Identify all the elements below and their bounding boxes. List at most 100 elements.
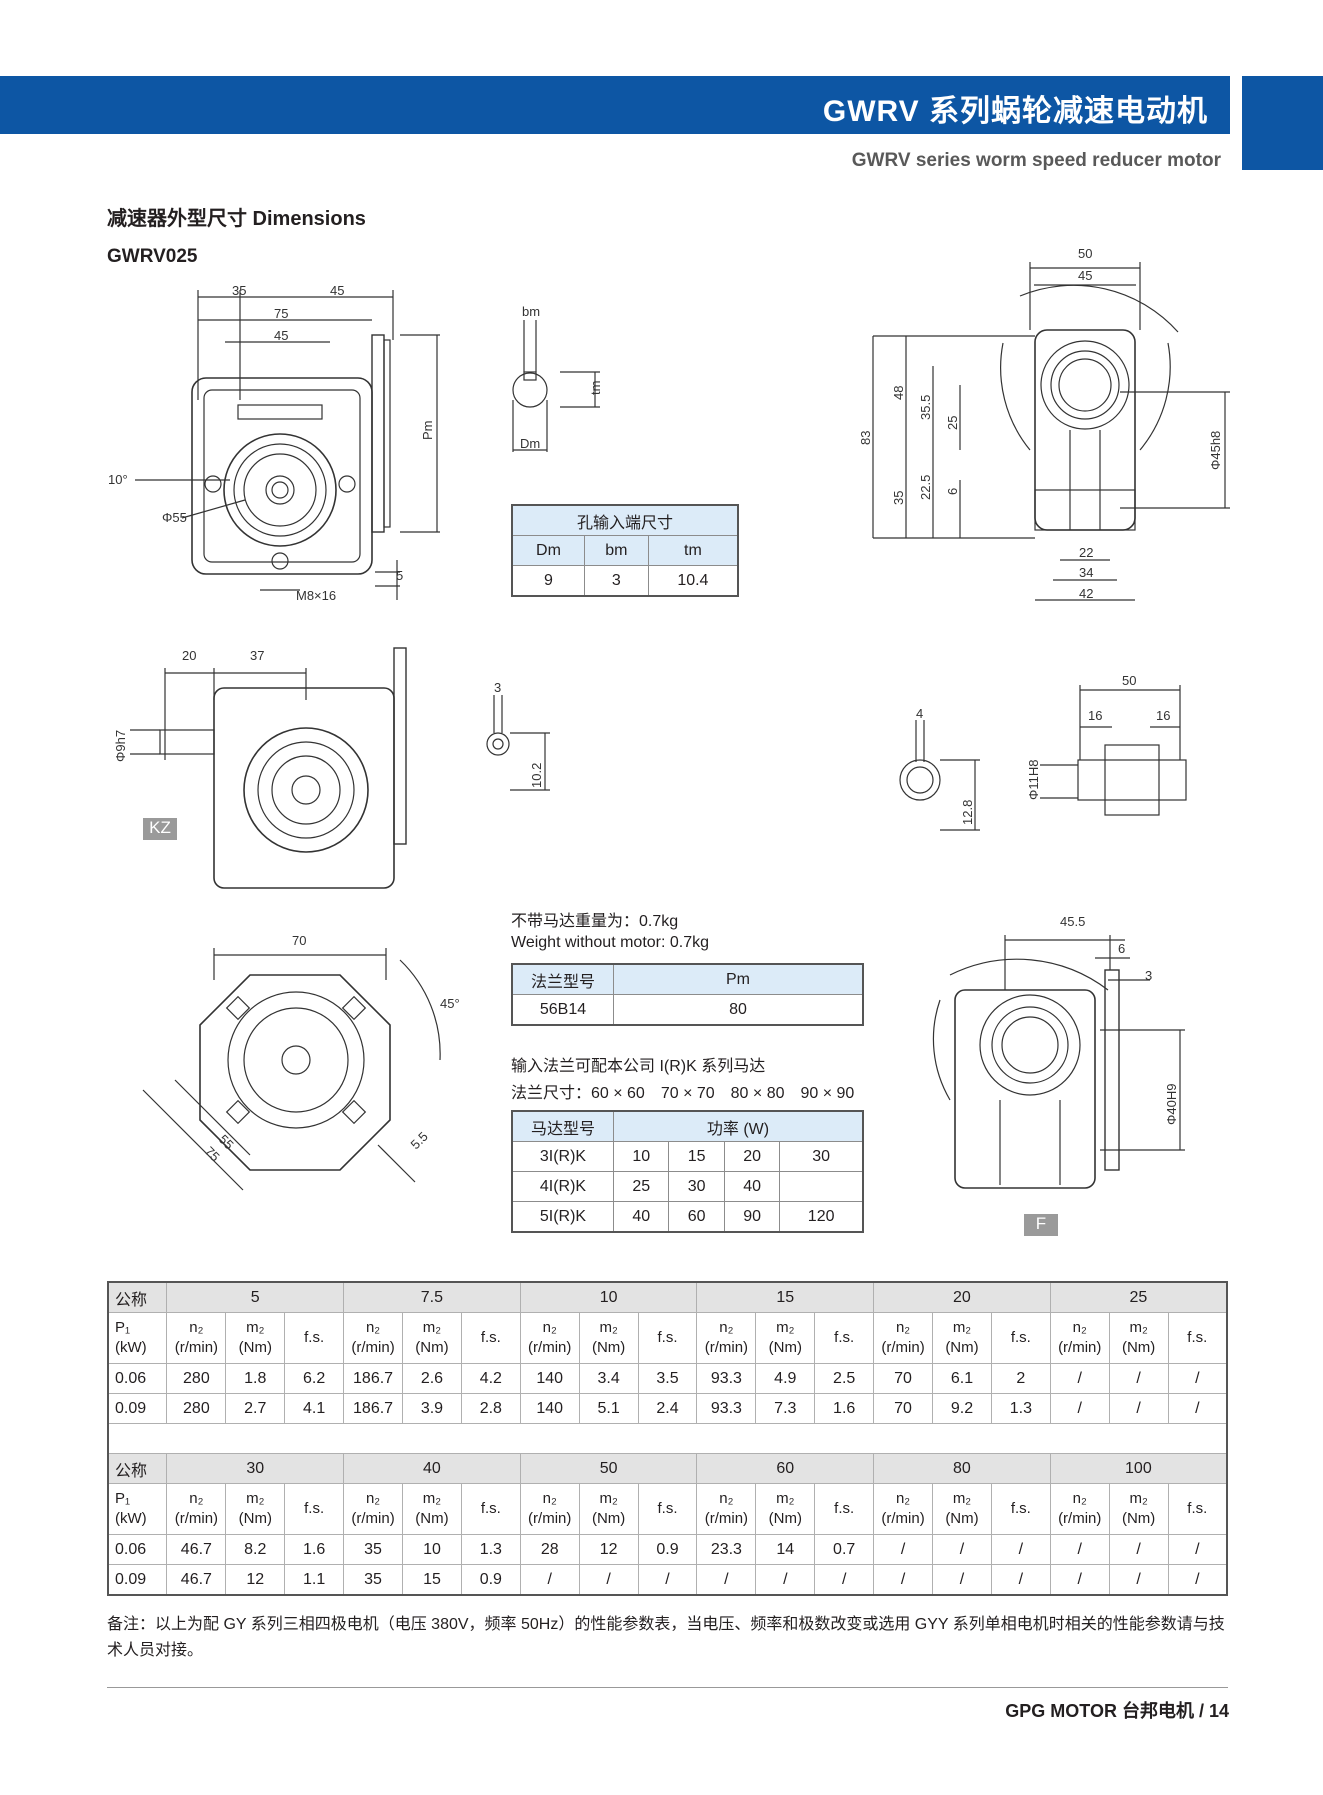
m2-symbol: m₂: [422, 1319, 442, 1336]
ratio-cell: 80: [873, 1453, 1051, 1484]
n2-unit: (r/min): [351, 1510, 395, 1527]
value-cell: 35: [343, 1564, 404, 1596]
value-cell: 6.1: [932, 1363, 992, 1394]
value-cell: /: [1049, 1393, 1110, 1424]
value-cell: 8.2: [225, 1534, 286, 1565]
motor-table-cell: 40: [612, 1201, 670, 1233]
value-cell: 10: [402, 1534, 462, 1565]
section-heading: 减速器外型尺寸 Dimensions: [107, 208, 366, 230]
motor-table-cell: 120: [779, 1201, 864, 1233]
value-cell: 2.8: [460, 1393, 521, 1424]
value-cell: 93.3: [696, 1393, 757, 1424]
nominal-label: 公称: [107, 1281, 168, 1313]
dim-label: 50: [1122, 673, 1136, 688]
n2-symbol: n₂: [365, 1319, 381, 1336]
m2-symbol: m₂: [952, 1490, 972, 1507]
value-cell: /: [873, 1534, 934, 1565]
m2-symbol: m₂: [1129, 1319, 1148, 1336]
table-gap-row: [107, 1423, 1228, 1454]
dim-label: M8×16: [296, 588, 336, 603]
ratio-cell: 5: [166, 1281, 345, 1313]
motor-table-cell: 30: [668, 1171, 725, 1202]
n2-header: n₂(r/min): [519, 1483, 580, 1535]
dim-label: 83: [858, 431, 873, 445]
dim-label: tm: [588, 381, 603, 395]
m2-symbol: m₂: [952, 1319, 972, 1336]
value-cell: 2.7: [225, 1393, 286, 1424]
weight-en: Weight without motor: 0.7kg: [511, 934, 710, 951]
m2-symbol: m₂: [599, 1319, 618, 1336]
ratio-cell: 25: [1049, 1281, 1228, 1313]
n2-symbol: n₂: [719, 1490, 734, 1507]
dim-label: 48: [891, 386, 906, 400]
n2-symbol: n₂: [189, 1490, 204, 1507]
fs-header: f.s.: [1167, 1483, 1228, 1535]
dim-label: Φ11H8: [1026, 760, 1041, 801]
fs-header: f.s.: [814, 1312, 875, 1364]
page-subtitle: GWRV series worm speed reducer motor: [851, 150, 1221, 171]
value-cell: 280: [166, 1393, 227, 1424]
ratio-cell: 15: [696, 1281, 875, 1313]
dim-label: bm: [522, 304, 540, 319]
dim-label: 35: [891, 491, 906, 505]
value-cell: /: [1167, 1564, 1228, 1596]
value-cell: 6.2: [284, 1363, 345, 1394]
m2-unit: (Nm): [591, 1339, 626, 1356]
dim-label: 3: [494, 680, 501, 695]
motor-table-cell: [779, 1171, 864, 1202]
value-cell: 140: [519, 1393, 580, 1424]
n2-header: n₂(r/min): [343, 1312, 404, 1364]
value-cell: 2.5: [814, 1363, 875, 1394]
motor-note-line2: 法兰尺寸：60 × 60 70 × 70 80 × 80 90 × 90: [511, 1085, 855, 1102]
dim-label: 45.5: [1060, 914, 1085, 929]
m2-unit: (Nm): [768, 1510, 802, 1527]
m2-header: m₂(Nm): [402, 1312, 462, 1364]
dim-label: 12.8: [960, 800, 975, 825]
dim-label: Φ45h8: [1208, 431, 1223, 470]
ratio-cell: 7.5: [343, 1281, 521, 1313]
fs-header: f.s.: [990, 1312, 1051, 1364]
value-cell: 7.3: [755, 1393, 816, 1424]
value-cell: 1.6: [284, 1534, 345, 1565]
dim-label: 16: [1156, 708, 1170, 723]
value-cell: 1.8: [225, 1363, 286, 1394]
dim-label: 4: [916, 706, 923, 721]
motor-table-cell: 10: [612, 1141, 670, 1172]
value-cell: 15: [402, 1564, 462, 1596]
value-cell: 70: [873, 1393, 934, 1424]
dim-label: Φ55: [162, 510, 187, 525]
kw-label-text: (kW): [115, 1510, 147, 1527]
ratio-cell: 30: [166, 1453, 345, 1484]
value-cell: /: [1108, 1564, 1169, 1596]
ratio-cell: 20: [873, 1281, 1051, 1313]
motor-table-cell: 40: [723, 1171, 781, 1202]
value-cell: 23.3: [696, 1534, 757, 1565]
dim-label: 50: [1078, 246, 1092, 261]
flange-table-cell: 80: [613, 994, 864, 1026]
fs-header: f.s.: [990, 1483, 1051, 1535]
m2-header: m₂(Nm): [402, 1483, 462, 1535]
m2-unit: (Nm): [945, 1510, 979, 1527]
value-cell: /: [1167, 1534, 1228, 1565]
m2-symbol: m₂: [422, 1490, 442, 1507]
m2-unit: (Nm): [238, 1510, 272, 1527]
ratio-cell: 100: [1049, 1453, 1228, 1484]
hole-table-cell: 10.4: [647, 565, 739, 597]
shaft-section-drawing: [899, 685, 1187, 831]
dim-label: 35: [232, 283, 246, 298]
dim-label: 22.5: [918, 475, 933, 500]
fs-header: f.s.: [284, 1483, 345, 1535]
footnote: 备注：以上为配 GY 系列三相四极电机（电压 380V，频率 50Hz）的性能参…: [107, 1616, 1225, 1659]
m2-unit: (Nm): [591, 1510, 626, 1527]
value-cell: /: [1049, 1564, 1110, 1596]
dim-label: 42: [1079, 586, 1093, 601]
p1-label-text: P₁: [115, 1490, 131, 1507]
motor-table-cell: 20: [723, 1141, 781, 1172]
value-cell: /: [990, 1534, 1051, 1565]
value-cell: /: [1167, 1393, 1228, 1424]
m2-unit: (Nm): [1121, 1510, 1156, 1527]
